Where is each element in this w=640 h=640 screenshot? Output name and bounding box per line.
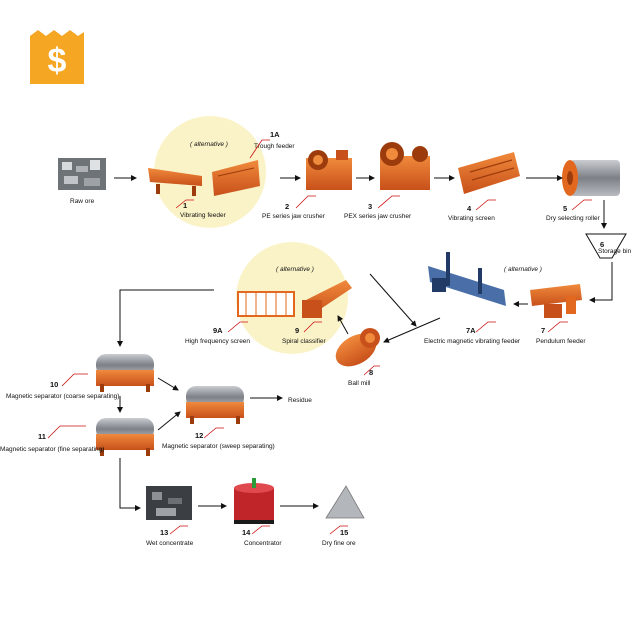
wet-concentrate-label: Wet concentrate	[146, 540, 194, 547]
em-feeder-number: 7A	[466, 326, 476, 335]
ball-mill-number: 8	[369, 368, 373, 377]
mag-sweep-label: Magnetic separator (sweep separating)	[162, 443, 275, 450]
em-vibrating-feeder-image	[428, 252, 506, 306]
mag-fine-number: 11	[38, 432, 46, 441]
storage-bin-number: 6	[600, 240, 604, 249]
alternative-highlight-feeders	[154, 116, 266, 228]
trough-feeder-number: 1A	[270, 130, 280, 139]
pendulum-feeder-number: 7	[541, 326, 545, 335]
dry-roller-number: 5	[563, 204, 567, 213]
mag-sweep-number: 12	[195, 431, 203, 440]
pendulum-feeder-image	[530, 284, 582, 318]
pe-crusher-number: 2	[285, 202, 289, 211]
flow-arrows	[114, 175, 613, 511]
vibrating-screen-image	[458, 152, 520, 194]
hf-screen-number: 9A	[213, 326, 223, 335]
vibrating-feeder-number: 1	[183, 201, 187, 210]
wet-concentrate-image	[146, 486, 192, 520]
alternative-label-3: ( alternative )	[504, 266, 542, 273]
vibrating-feeder-image	[148, 168, 202, 196]
pex-crusher-number: 3	[368, 202, 372, 211]
mag-coarse-number: 10	[50, 380, 58, 389]
raw-ore-label: Raw ore	[70, 198, 95, 205]
alternative-label-2: ( alternative )	[276, 266, 314, 273]
vibrating-screen-label: Vibrating screen	[448, 215, 495, 222]
mag-fine-label: Magnetic separator (fine separating)	[0, 446, 104, 453]
spiral-classifier-number: 9	[295, 326, 299, 335]
dry-fine-ore-icon	[325, 485, 365, 519]
high-frequency-screen-image	[237, 291, 295, 317]
hf-screen-label: High frequency screen	[185, 338, 250, 345]
trough-feeder-label: Trough feeder	[254, 143, 295, 150]
dry-fine-ore-label: Dry fine ore	[322, 540, 356, 547]
magnetic-separator-coarse-image	[96, 354, 154, 392]
pe-crusher-label: PE series jaw crusher	[262, 213, 326, 220]
magnetic-separator-fine-image	[96, 418, 154, 456]
concentrator-image	[234, 478, 274, 524]
spiral-classifier-label: Spiral classifier	[282, 338, 327, 345]
svg-text:$: $	[48, 42, 67, 80]
spiral-classifier-image	[302, 280, 352, 318]
vibrating-screen-number: 4	[467, 204, 472, 213]
alternative-label-1: ( alternative )	[190, 141, 228, 148]
concentrator-number: 14	[242, 528, 251, 537]
mag-coarse-label: Magnetic separator (coarse separating)	[6, 393, 119, 400]
residue-label: Residue	[288, 397, 312, 404]
dry-roller-label: Dry selecting roller	[546, 215, 601, 222]
dry-fine-ore-number: 15	[340, 528, 348, 537]
trough-feeder-image	[212, 160, 260, 196]
concentrator-label: Concentrator	[244, 540, 282, 547]
wet-concentrate-number: 13	[160, 528, 168, 537]
pex-jaw-crusher-image	[380, 142, 430, 190]
storage-bin-icon	[585, 233, 627, 259]
magnetic-separator-sweep-image	[186, 386, 244, 424]
ball-mill-image	[335, 328, 380, 367]
dry-selecting-roller-image	[562, 160, 620, 196]
pex-crusher-label: PEX series jaw crusher	[344, 213, 412, 220]
em-feeder-label: Electric magnetic vibrating feeder	[424, 338, 521, 345]
pendulum-feeder-label: Pendulum feeder	[536, 338, 586, 345]
ball-mill-label: Ball mill	[348, 380, 371, 387]
pe-jaw-crusher-image	[306, 150, 352, 190]
storage-bin-label: Storage bin	[598, 248, 632, 255]
vibrating-feeder-label: Vibrating feeder	[180, 212, 227, 219]
dollar-badge-icon: $	[30, 30, 84, 84]
raw-ore-image	[58, 158, 106, 190]
